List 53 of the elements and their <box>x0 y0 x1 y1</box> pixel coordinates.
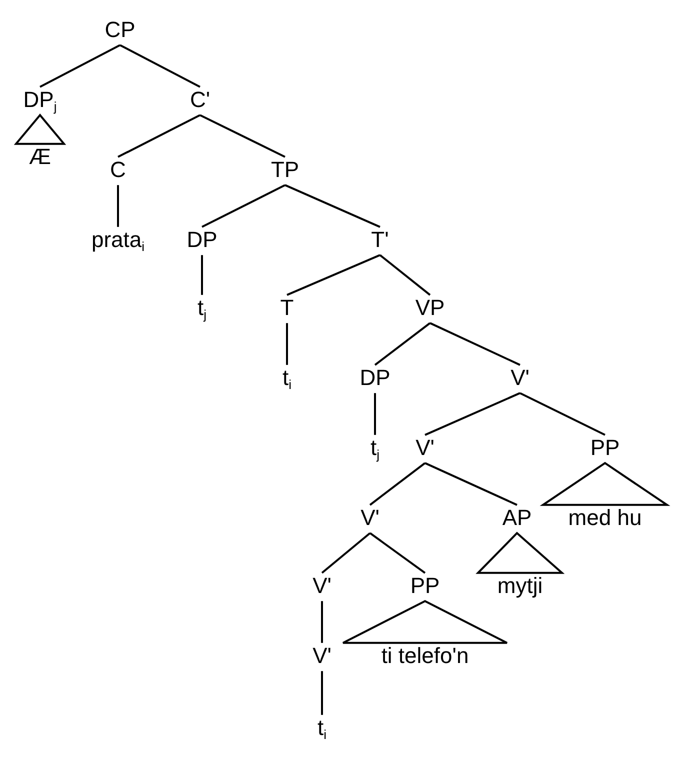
tree-node-label: V' <box>510 366 530 390</box>
tree-node-label: prata$_{i}$ <box>91 228 145 252</box>
triangle-branch <box>540 462 670 506</box>
branch-line <box>284 184 380 228</box>
branch-line <box>286 323 288 365</box>
branch-line <box>374 322 431 366</box>
branch-line <box>321 601 323 643</box>
tree-node-label: med hu <box>568 506 642 530</box>
branch-line <box>321 532 371 574</box>
branch-line <box>202 184 286 228</box>
tree-node-label: t$_{i}$ <box>282 366 292 390</box>
tree-node-label: TP <box>270 158 300 182</box>
tree-node-label: C' <box>190 88 210 112</box>
tree-node-label: mytji <box>497 574 543 598</box>
tree-node-label: VP <box>415 296 445 320</box>
branch-line <box>117 185 119 227</box>
tree-node-label: t$_{i}$ <box>318 716 326 740</box>
triangle-branch <box>342 600 508 644</box>
branch-line <box>40 44 120 88</box>
tree-node-label: DP <box>360 366 390 390</box>
branch-line <box>369 532 426 574</box>
tree-node-label: DP$_{j}$ <box>23 88 57 112</box>
tree-node-label: V' <box>312 644 332 668</box>
triangle-branch <box>476 532 565 574</box>
tree-node-label: CP <box>104 18 136 42</box>
branch-line <box>369 462 426 506</box>
tree-node-label: V' <box>416 436 434 460</box>
tree-node-label: ti telefo'n <box>381 644 469 668</box>
branch-line <box>321 671 323 715</box>
tree-node-label: T <box>280 296 294 320</box>
tree-node-label: T' <box>371 228 389 252</box>
triangle-branch <box>14 114 66 145</box>
branch-line <box>520 392 606 436</box>
tree-node-label: t$_{j}$ <box>198 296 206 320</box>
tree-node-label: AP <box>502 506 532 530</box>
branch-line <box>120 44 200 88</box>
branch-line <box>286 254 380 296</box>
branch-line <box>430 322 520 366</box>
tree-node-label: V' <box>312 574 332 598</box>
tree-node-label: Æ <box>29 144 51 170</box>
branch-line <box>201 255 203 295</box>
tree-node-label: t$_{j}$ <box>370 436 380 460</box>
tree-node-label: V' <box>360 506 380 530</box>
branch-line <box>424 392 520 436</box>
tree-node-label: PP <box>410 574 440 598</box>
branch-line <box>118 114 200 158</box>
branch-line <box>379 254 431 296</box>
branch-line <box>374 393 376 435</box>
tree-node-label: C <box>110 158 126 182</box>
branch-line <box>200 114 286 158</box>
tree-node-label: DP <box>186 228 218 252</box>
branch-line <box>424 462 518 506</box>
tree-node-label: PP <box>590 436 620 460</box>
